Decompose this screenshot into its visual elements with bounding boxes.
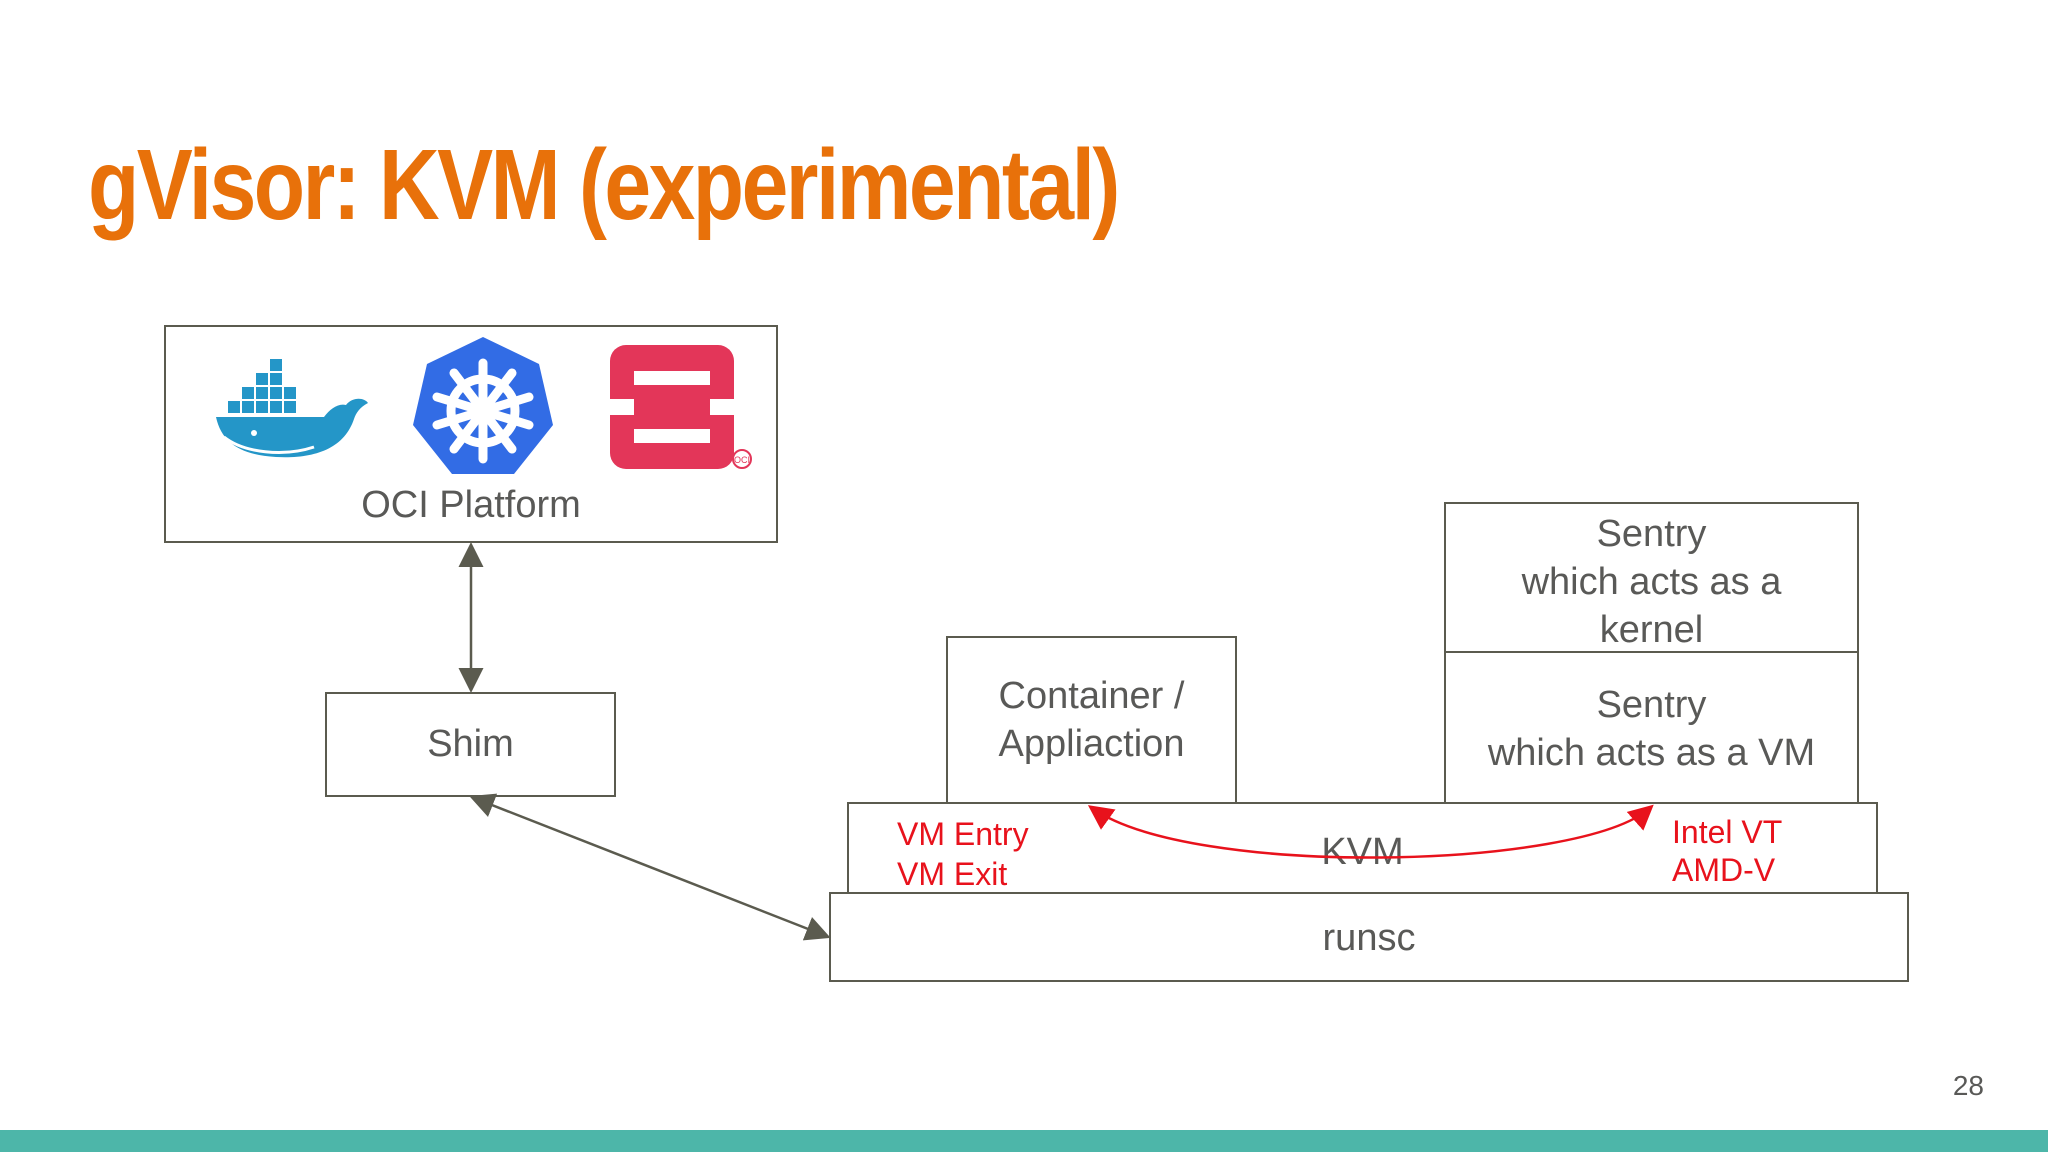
container-label-line1: Container /	[998, 675, 1185, 717]
page-number: 28	[1952, 1070, 1984, 1101]
docker-whale-logo	[216, 359, 368, 458]
vm-entry-note: VM Entry	[897, 816, 1029, 852]
sentry-vm-line2: which acts as a VM	[1487, 732, 1816, 774]
sentry-kernel-line1: Sentry	[1596, 513, 1707, 555]
openshift-logo: OCI	[610, 345, 752, 469]
sentry-kernel-box: Sentry which acts as a kernel	[1444, 502, 1859, 654]
sentry-kernel-line3: kernel	[1599, 609, 1704, 651]
sentry-vm-box: Sentry which acts as a VM	[1444, 651, 1859, 804]
vm-transition-arrow	[1087, 804, 1654, 859]
runsc-label: runsc	[1322, 917, 1416, 959]
amd-v-note: AMD-V	[1672, 852, 1776, 888]
container-box: Container / Appliaction	[946, 636, 1237, 804]
shim-label: Shim	[427, 723, 514, 765]
svg-text:OCI: OCI	[734, 455, 750, 465]
shim-runsc-arrow	[469, 793, 831, 941]
shim-box: Shim	[325, 692, 616, 797]
sentry-kernel-line2: which acts as a	[1521, 561, 1782, 603]
vm-exit-note: VM Exit	[897, 856, 1008, 892]
sentry-vm-line1: Sentry	[1596, 684, 1707, 726]
container-label-line2: Appliaction	[998, 723, 1185, 765]
footer-bar	[0, 1130, 2048, 1152]
kvm-label: KVM	[1321, 831, 1404, 873]
kubernetes-helm-logo	[413, 337, 553, 474]
oci-platform-label: OCI Platform	[361, 484, 581, 526]
intel-vt-note: Intel VT	[1672, 814, 1783, 850]
oci-platform-box: OCI OCI Platform	[164, 325, 778, 543]
runsc-box: runsc	[829, 892, 1909, 982]
slide-title: gVisor: KVM (experimental)	[88, 129, 1120, 241]
